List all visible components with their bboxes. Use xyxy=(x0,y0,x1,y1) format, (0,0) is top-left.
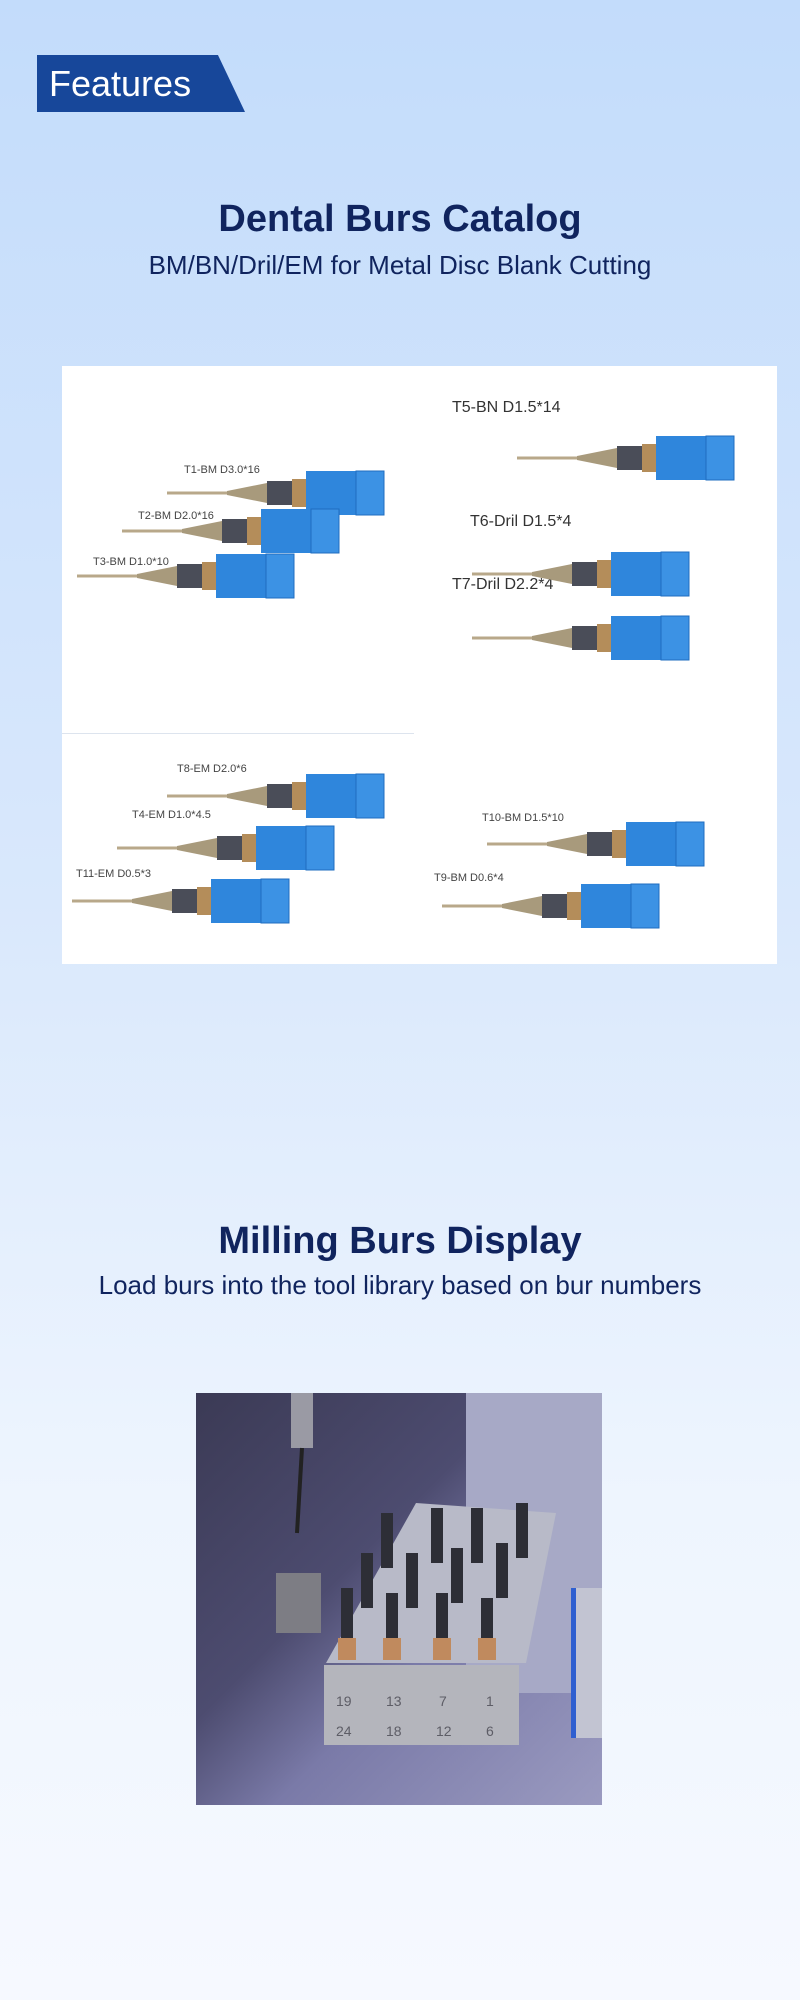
slot-number: 19 xyxy=(336,1693,352,1709)
bur-label: T2-BM D2.0*16 xyxy=(138,510,214,522)
bur-label: T5-BN D1.5*14 xyxy=(452,399,561,416)
slot-number: 24 xyxy=(336,1723,352,1739)
bur-label: T9-BM D0.6*4 xyxy=(434,872,504,884)
slot-number: 7 xyxy=(439,1693,447,1709)
bur-label: T6-Dril D1.5*4 xyxy=(470,513,572,530)
slot-number: 13 xyxy=(386,1693,402,1709)
bur-label: T4-EM D1.0*4.5 xyxy=(132,809,211,821)
milling-burs-photo: 19 13 7 1 24 18 12 6 xyxy=(196,1393,602,1805)
slot-number: 12 xyxy=(436,1723,452,1739)
section-subtitle: Load burs into the tool library based on… xyxy=(98,1270,702,1300)
bur-t2 xyxy=(120,507,341,555)
tool-library-illustration xyxy=(276,1393,602,1745)
burs-catalog-image: T1-BM D3.0*16 T2-BM D2.0*16 T3-BM D1.0*1… xyxy=(62,366,777,964)
bur-label: T8-EM D2.0*6 xyxy=(177,763,247,775)
bur-t5 xyxy=(515,434,736,482)
bur-t3 xyxy=(75,552,296,600)
bur-t7 xyxy=(470,614,691,662)
section-subtitle: BM/BN/Dril/EM for Metal Disc Blank Cutti… xyxy=(148,250,652,280)
bur-label: T11-EM D0.5*3 xyxy=(76,868,151,880)
bur-t6 xyxy=(470,550,691,598)
bur-label: T3-BM D1.0*10 xyxy=(93,556,169,568)
divider xyxy=(62,733,414,734)
bur-t4 xyxy=(115,824,336,872)
bur-t10 xyxy=(485,820,706,868)
slot-number: 18 xyxy=(386,1723,402,1739)
slot-number: 1 xyxy=(486,1693,494,1709)
bur-t8 xyxy=(165,772,386,820)
bur-t11 xyxy=(70,877,291,925)
features-badge: Features xyxy=(37,55,245,112)
section-title: Dental Burs Catalog xyxy=(218,198,582,240)
bur-t9 xyxy=(440,882,661,930)
slot-number: 6 xyxy=(486,1723,494,1739)
bur-t1 xyxy=(165,469,386,517)
bur-label: T7-Dril D2.2*4 xyxy=(452,576,554,593)
bur-label: T10-BM D1.5*10 xyxy=(482,812,564,824)
section-title: Milling Burs Display xyxy=(218,1220,582,1262)
bur-label: T1-BM D3.0*16 xyxy=(184,464,260,476)
burs-illustration xyxy=(70,434,736,930)
